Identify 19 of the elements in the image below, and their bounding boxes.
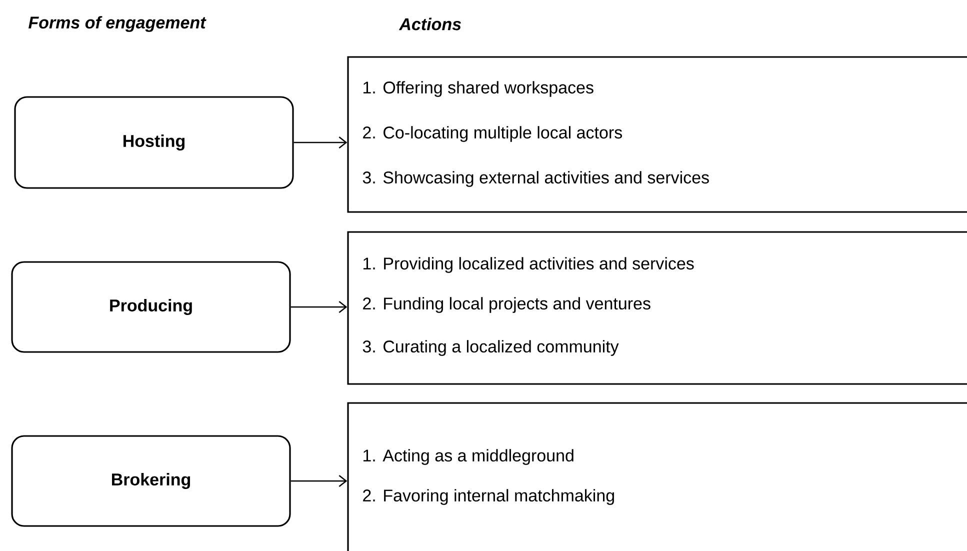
list-item: 2. Favoring internal matchmaking	[363, 489, 614, 505]
form-box: Producing	[11, 261, 291, 353]
action-box	[347, 231, 967, 385]
arrow	[290, 474, 348, 487]
action-box	[347, 56, 967, 213]
arrow	[290, 300, 348, 313]
list-item: 1. Providing localized activities and services	[364, 257, 694, 273]
list-item: 2. Funding local projects and ventures	[363, 297, 650, 313]
list-item: 2. Co-locating multiple local actors	[363, 126, 622, 142]
arrow	[294, 136, 348, 149]
form-box: Hosting	[14, 96, 294, 189]
list-item: 1. Acting as a middleground	[364, 449, 574, 465]
list-item: 3. Showcasing external activities and services	[362, 171, 709, 187]
list-item: 3. Curating a localized community	[362, 340, 619, 356]
form-box: Brokering	[11, 435, 291, 527]
column-heading: Forms of engagement	[28, 16, 206, 32]
action-box	[347, 402, 967, 551]
list-item: 1. Offering shared workspaces	[364, 81, 594, 97]
column-heading: Actions	[398, 18, 461, 30]
